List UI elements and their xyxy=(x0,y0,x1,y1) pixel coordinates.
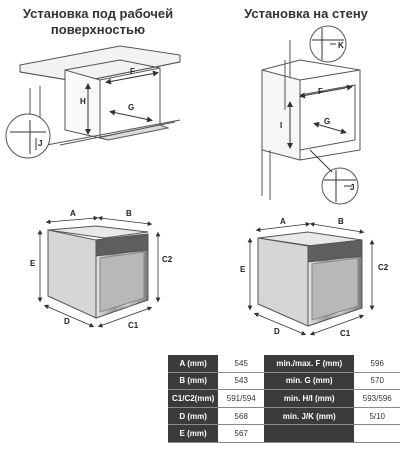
title-under-counter-line1: Установка под рабочей xyxy=(22,6,174,21)
dim-name: E (mm) xyxy=(168,424,219,443)
label-E-right: E xyxy=(240,265,246,274)
dim-name: C1/C2(mm) xyxy=(168,389,219,408)
label-G-right: G xyxy=(324,117,330,126)
dim-value: 543 xyxy=(218,372,265,391)
label-B-left: B xyxy=(126,209,132,218)
wall-mount-diagram xyxy=(261,25,361,205)
label-D-left: D xyxy=(64,317,70,326)
dim-name: D (mm) xyxy=(168,407,219,426)
dim-name xyxy=(264,424,355,443)
label-I: I xyxy=(280,121,282,130)
title-under-counter-line2: поверхностью xyxy=(50,22,146,37)
oven-right xyxy=(257,231,363,327)
dim-value: 593/596 xyxy=(354,389,401,408)
label-C1-left: C1 xyxy=(128,321,139,330)
label-K: K xyxy=(338,41,344,50)
dim-name: min. H/I (mm) xyxy=(264,389,355,408)
dim-name: min. J/K (mm) xyxy=(264,407,355,426)
dim-name: min./max. F (mm) xyxy=(264,355,355,373)
dim-value: 545 xyxy=(218,355,265,373)
label-A-right: A xyxy=(280,217,286,226)
label-D-right: D xyxy=(274,327,280,336)
label-E-left: E xyxy=(30,259,36,268)
label-F: F xyxy=(130,67,135,76)
label-A-left: A xyxy=(70,209,76,218)
label-J-right: J xyxy=(350,183,354,192)
table-row: E (mm)567 xyxy=(168,424,401,443)
label-B-right: B xyxy=(338,217,344,226)
label-G: G xyxy=(128,103,134,112)
dim-name: B (mm) xyxy=(168,372,219,391)
label-H: H xyxy=(80,97,86,106)
dim-value: 5/10 xyxy=(354,407,401,426)
dim-value: 596 xyxy=(354,355,401,373)
title-wall-mount: Установка на стену xyxy=(244,6,368,21)
dim-name: min. G (mm) xyxy=(264,372,355,391)
dim-value: 591/594 xyxy=(218,389,265,408)
label-J-left: J xyxy=(38,139,42,148)
dim-value: 567 xyxy=(218,424,265,443)
dim-value xyxy=(354,424,401,443)
label-C2-right: C2 xyxy=(378,263,389,272)
dim-name: A (mm) xyxy=(168,355,219,373)
label-F-right: F xyxy=(318,87,323,96)
dim-value: 568 xyxy=(218,407,265,426)
oven-left xyxy=(47,225,149,319)
label-C2-left: C2 xyxy=(162,255,173,264)
label-C1-right: C1 xyxy=(340,329,351,338)
title-under-counter: Установка под рабочей поверхностью xyxy=(18,6,178,38)
under-counter-diagram xyxy=(5,45,181,159)
dim-value: 570 xyxy=(354,372,401,391)
